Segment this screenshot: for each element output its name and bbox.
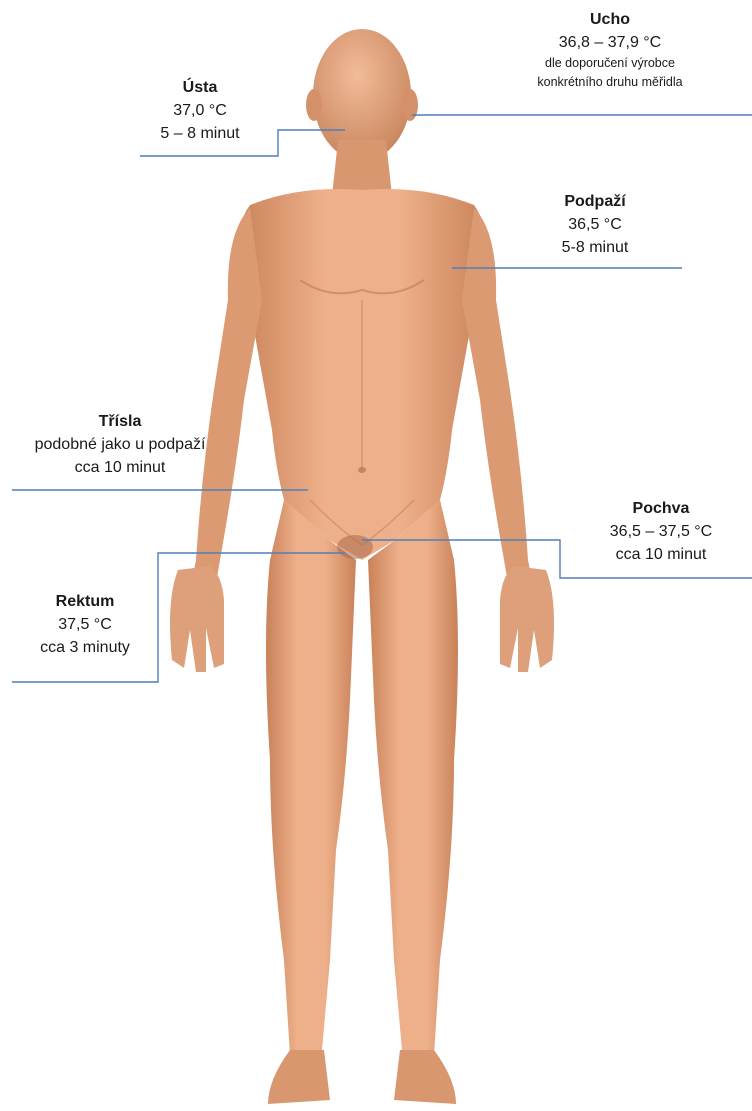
right-leg xyxy=(368,500,458,1055)
left-arm xyxy=(188,208,262,606)
label-ucho-note-1: dle doporučení výrobce xyxy=(500,54,720,73)
label-rektum-temp: 37,5 °C xyxy=(25,613,145,636)
label-ucho-note-2: konkrétního druhu měřidla xyxy=(500,73,720,92)
label-podpazi-title: Podpaží xyxy=(540,190,650,213)
right-hand xyxy=(500,566,554,672)
label-pochva-time: cca 10 minut xyxy=(586,543,736,566)
left-foot xyxy=(268,1050,330,1104)
label-rektum: Rektum 37,5 °C cca 3 minuty xyxy=(25,590,145,659)
label-pochva-temp: 36,5 – 37,5 °C xyxy=(586,520,736,543)
right-foot xyxy=(394,1050,456,1104)
label-podpazi-temp: 36,5 °C xyxy=(540,213,650,236)
left-ear xyxy=(306,89,322,121)
right-ear xyxy=(402,89,418,121)
label-usta-title: Ústa xyxy=(140,76,260,99)
label-usta: Ústa 37,0 °C 5 – 8 minut xyxy=(140,76,260,145)
label-ucho-temp: 36,8 – 37,9 °C xyxy=(500,31,720,54)
body-silhouette xyxy=(170,29,554,1104)
label-rektum-time: cca 3 minuty xyxy=(25,636,145,659)
label-pochva: Pochva 36,5 – 37,5 °C cca 10 minut xyxy=(586,497,736,566)
label-pochva-title: Pochva xyxy=(586,497,736,520)
label-trisla-note: podobné jako u podpaží xyxy=(5,433,235,456)
label-trisla: Třísla podobné jako u podpaží cca 10 min… xyxy=(5,410,235,479)
label-podpazi: Podpaží 36,5 °C 5-8 minut xyxy=(540,190,650,259)
label-ucho-title: Ucho xyxy=(500,8,720,31)
label-podpazi-time: 5-8 minut xyxy=(540,236,650,259)
left-leg xyxy=(266,500,356,1055)
neck xyxy=(332,140,392,196)
label-trisla-title: Třísla xyxy=(5,410,235,433)
label-rektum-title: Rektum xyxy=(25,590,145,613)
label-trisla-time: cca 10 minut xyxy=(5,456,235,479)
label-usta-time: 5 – 8 minut xyxy=(140,122,260,145)
left-hand xyxy=(170,566,224,672)
label-usta-temp: 37,0 °C xyxy=(140,99,260,122)
label-ucho: Ucho 36,8 – 37,9 °C dle doporučení výrob… xyxy=(500,8,720,92)
